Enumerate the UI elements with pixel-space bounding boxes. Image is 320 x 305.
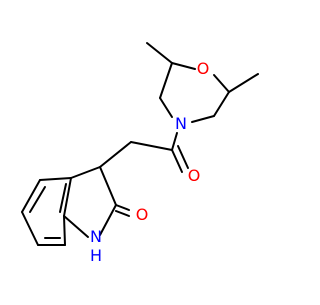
bond-ring-n-c3 bbox=[159, 97, 173, 118]
atom-o-ring: O bbox=[197, 59, 210, 78]
bond-n-carbonyl bbox=[171, 132, 178, 151]
bond-carbonyl-double-a bbox=[171, 149, 183, 173]
atom-h-lactam: H bbox=[90, 246, 102, 265]
bond-methyl-right bbox=[228, 73, 259, 93]
molecule-structure: O N O O N H bbox=[21, 42, 259, 265]
molecule-canvas: O N O O N H bbox=[21, 42, 259, 265]
bond-ch2-c3 bbox=[99, 141, 132, 168]
bond-c2-o-double-a bbox=[115, 204, 130, 211]
atom-n-lactam: N bbox=[90, 227, 102, 246]
bond-ring-c6-c5 bbox=[213, 91, 230, 117]
bond-c7-c7a bbox=[63, 215, 66, 246]
bond-c2-n1 bbox=[99, 204, 117, 236]
atom-n-amide: N bbox=[175, 114, 187, 133]
bond-aromatic-inner-3 bbox=[59, 183, 67, 213]
bonds bbox=[21, 42, 259, 246]
atom-o-carbonyl: O bbox=[188, 166, 201, 185]
bond-c2-o-double-b bbox=[115, 210, 130, 217]
bond-carbonyl-double-b bbox=[177, 145, 189, 169]
bond-c3-c3a bbox=[70, 166, 101, 179]
bond-c4-c5 bbox=[21, 179, 41, 213]
bond-carbonyl-ch2 bbox=[130, 141, 173, 151]
bond-aromatic-inner-1 bbox=[29, 186, 46, 213]
bond-ring-c3-c2 bbox=[159, 62, 173, 99]
bond-ring-o-c6 bbox=[213, 74, 230, 93]
bond-n1-c7a bbox=[63, 215, 89, 238]
atom-o-lactam: O bbox=[136, 205, 149, 224]
bond-c3a-c4 bbox=[39, 177, 72, 181]
bond-methyl-left bbox=[146, 42, 173, 64]
bond-c5-c6 bbox=[21, 211, 39, 246]
bond-ring-c5-n bbox=[191, 115, 215, 123]
bond-c3a-c7a bbox=[63, 177, 72, 217]
bond-c3-c2 bbox=[99, 166, 117, 206]
atom-labels: O N O O N H bbox=[90, 59, 209, 265]
bond-ring-c2-o bbox=[171, 62, 196, 70]
